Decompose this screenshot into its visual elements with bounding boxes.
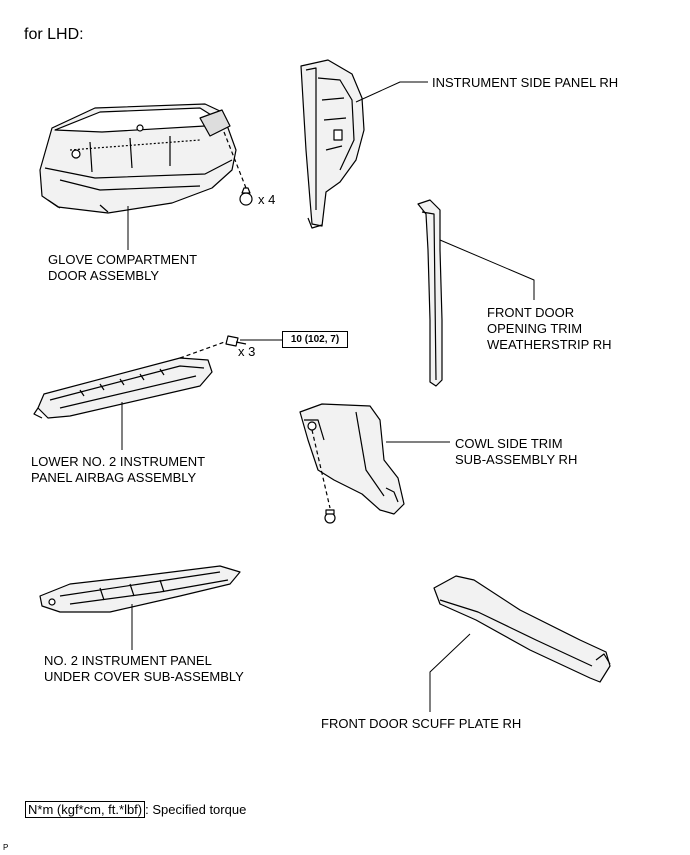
label-scuff-plate: FRONT DOOR SCUFF PLATE RH: [321, 716, 522, 731]
airbag-assembly-illustration: [33, 357, 213, 419]
torque-specification-box: 10 (102, 7): [282, 331, 348, 348]
airbag-bolt-illustration: [225, 335, 247, 347]
label-airbag-line1: LOWER NO. 2 INSTRUMENT: [31, 454, 206, 469]
leader-lines: [121, 81, 535, 712]
quantity-airbag-bolts: x 3: [238, 344, 256, 359]
glove-compartment-illustration: [39, 103, 237, 214]
label-weatherstrip-line2: OPENING TRIM: [487, 321, 583, 336]
legend-unit-box: N*m (kgf*cm, ft.*lbf): [25, 801, 146, 818]
label-airbag-line2: PANEL AIRBAG ASSEMBLY: [31, 470, 197, 485]
label-cowl-line1: COWL SIDE TRIM: [455, 436, 563, 451]
label-cowl-line2: SUB-ASSEMBLY RH: [455, 452, 578, 467]
label-instrument-side-panel: INSTRUMENT SIDE PANEL RH: [432, 75, 619, 90]
label-glove-line1: GLOVE COMPARTMENT: [48, 252, 198, 267]
corner-code: P: [3, 843, 9, 852]
cowl-side-trim-illustration: [299, 403, 405, 515]
cowl-clip-illustration: [324, 509, 336, 524]
page-heading: for LHD:: [24, 26, 84, 43]
quantity-glove-clips: x 4: [258, 192, 276, 207]
weatherstrip-illustration: [417, 199, 443, 387]
legend-text: : Specified torque: [145, 802, 247, 817]
torque-legend: N*m (kgf*cm, ft.*lbf): Specified torque: [25, 801, 247, 818]
scuff-plate-illustration: [433, 575, 611, 683]
label-undercover-line1: NO. 2 INSTRUMENT PANEL: [44, 653, 212, 668]
glove-clip-illustration: [239, 187, 253, 206]
label-undercover-line2: UNDER COVER SUB-ASSEMBLY: [44, 669, 244, 684]
under-cover-illustration: [39, 565, 241, 613]
instrument-side-panel-illustration: [300, 59, 365, 229]
label-weatherstrip-line3: WEATHERSTRIP RH: [487, 337, 612, 352]
label-weatherstrip-line1: FRONT DOOR: [487, 305, 575, 320]
label-glove-line2: DOOR ASSEMBLY: [48, 268, 160, 283]
